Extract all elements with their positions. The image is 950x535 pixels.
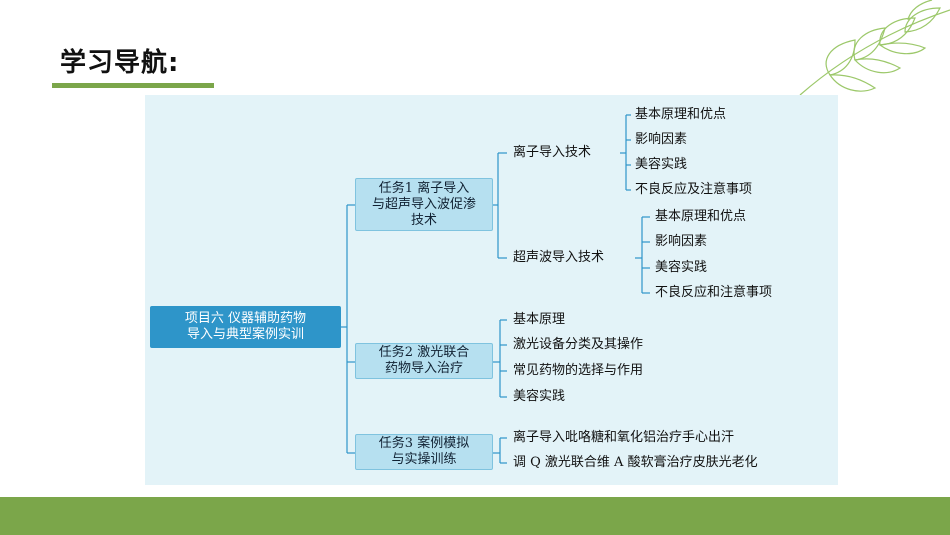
list-item: 基本原理和优点 (635, 107, 727, 122)
root-node: 项目六 仪器辅助药物 导入与典型案例实训 (150, 306, 341, 348)
list-item: 基本原理 (513, 312, 566, 327)
task1-line-2: 与超声导入波促渗 (371, 196, 476, 212)
task3-node: 任务3 案例模拟 与实操训练 (355, 434, 493, 470)
footer-bar (0, 497, 950, 535)
mindmap-panel: 项目六 仪器辅助药物 导入与典型案例实训 任务1 离子导入 与超声导入波促渗 技… (145, 95, 838, 485)
list-item: 基本原理和优点 (655, 209, 747, 224)
task2-line-2: 药物导入治疗 (384, 361, 463, 376)
list-item: 激光设备分类及其操作 (513, 337, 644, 352)
list-item: 美容实践 (655, 260, 708, 275)
task1-line-3: 技术 (410, 212, 437, 228)
task3-line-2: 与实操训练 (391, 452, 457, 467)
task1-line-1: 任务1 离子导入 (378, 180, 470, 196)
leaf-decoration (799, 0, 950, 96)
list-item: 美容实践 (513, 389, 566, 404)
root-line-2: 导入与典型案例实训 (186, 327, 304, 342)
list-item: 常见药物的选择与作用 (513, 363, 644, 378)
list-item: 影响因素 (655, 234, 708, 249)
list-item: 不良反应和注意事项 (655, 285, 773, 300)
list-item: 美容实践 (635, 157, 688, 172)
task1-node: 任务1 离子导入 与超声导入波促渗 技术 (355, 178, 493, 231)
root-line-1: 项目六 仪器辅助药物 (184, 311, 307, 326)
list-item: 离子导入吡咯糖和氧化铝治疗手心出汗 (513, 430, 735, 445)
task3-line-1: 任务3 案例模拟 (378, 436, 470, 451)
branch-label-ion: 离子导入技术 (513, 145, 592, 160)
branch-label-ultrasound: 超声波导入技术 (513, 250, 605, 265)
task2-node: 任务2 激光联合 药物导入治疗 (355, 343, 493, 379)
task2-line-1: 任务2 激光联合 (378, 345, 470, 360)
page-title: 学习导航: (60, 48, 180, 78)
title-underline (52, 83, 214, 88)
list-item: 不良反应及注意事项 (635, 182, 753, 197)
list-item: 影响因素 (635, 132, 688, 147)
connector-lines (341, 114, 650, 464)
list-item: 调 Q 激光联合维 A 酸软膏治疗皮肤光老化 (513, 455, 758, 470)
